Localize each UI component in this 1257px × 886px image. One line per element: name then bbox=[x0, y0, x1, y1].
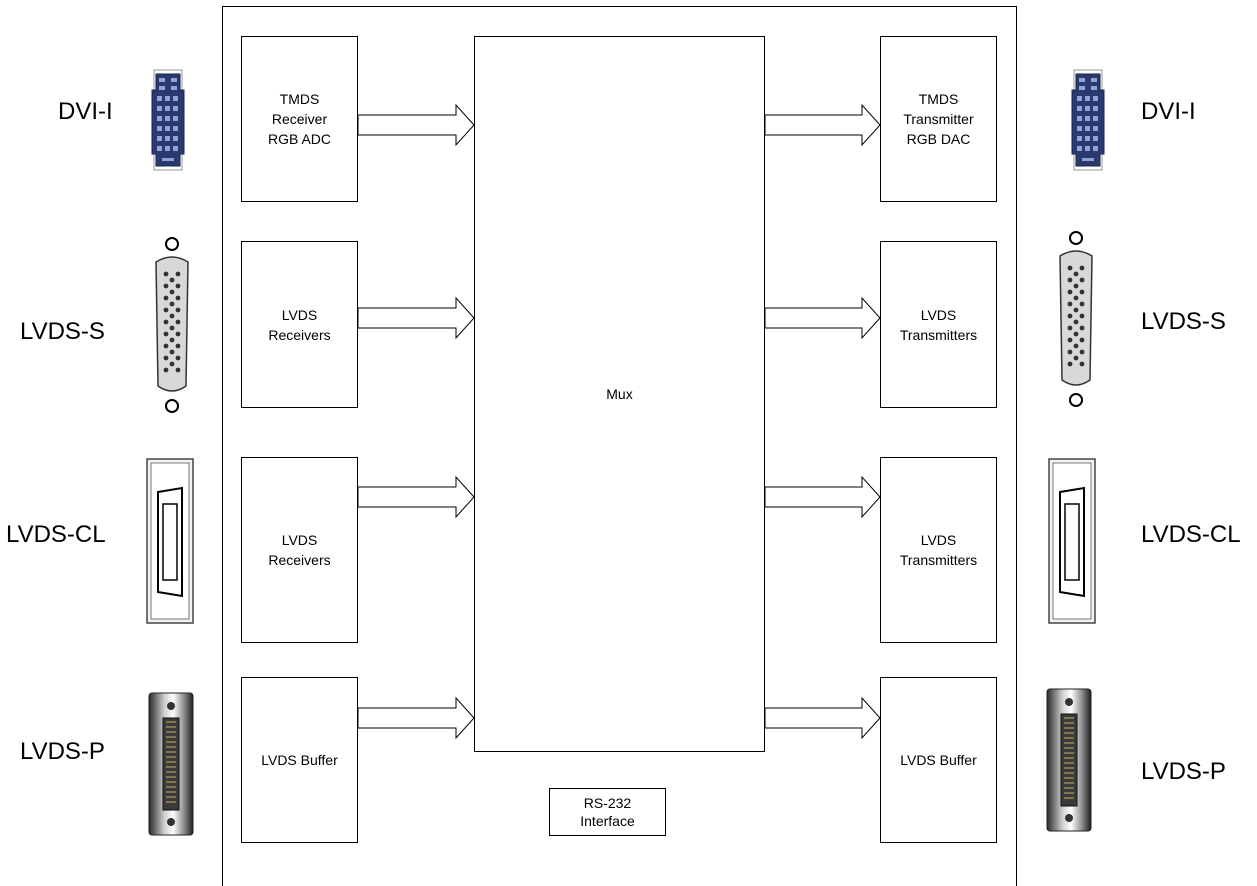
lvds-receivers-block-2: LVDS Receivers bbox=[241, 457, 358, 643]
mux-block: Mux bbox=[474, 36, 765, 752]
arrow-tmds-out bbox=[764, 103, 881, 147]
rs232-interface-block: RS-232 Interface bbox=[549, 788, 666, 836]
lvds-transmitters-block-1: LVDS Transmitters bbox=[880, 241, 997, 408]
camera-link-connector-icon bbox=[146, 458, 194, 624]
arrow-lvds-in-2 bbox=[357, 475, 475, 519]
port-label-lvds-cl-left: LVDS-CL bbox=[6, 521, 106, 548]
arrow-lvds-buffer-out bbox=[764, 696, 881, 740]
port-label-lvds-p-right: LVDS-P bbox=[1141, 758, 1226, 785]
port-label-lvds-s-left: LVDS-S bbox=[20, 318, 105, 345]
db26-connector-icon bbox=[1059, 231, 1093, 407]
port-label-lvds-cl-right: LVDS-CL bbox=[1141, 521, 1241, 548]
port-label-lvds-p-left: LVDS-P bbox=[20, 738, 105, 765]
scsi-connector-icon bbox=[148, 692, 194, 836]
dvi-i-connector-icon bbox=[151, 69, 185, 171]
arrow-lvds-in-1 bbox=[357, 296, 475, 340]
db26-connector-icon bbox=[155, 237, 189, 413]
arrow-tmds-in bbox=[357, 103, 475, 147]
tmds-transmitter-block: TMDS Transmitter RGB DAC bbox=[880, 36, 997, 202]
port-label-dvi-left: DVI-I bbox=[58, 98, 113, 125]
lvds-transmitters-block-2: LVDS Transmitters bbox=[880, 457, 997, 643]
chassis-outline bbox=[222, 6, 1017, 886]
camera-link-connector-icon bbox=[1048, 458, 1096, 624]
scsi-connector-icon bbox=[1046, 688, 1092, 832]
lvds-buffer-input-block: LVDS Buffer bbox=[241, 677, 358, 843]
port-label-dvi-right: DVI-I bbox=[1141, 98, 1196, 125]
tmds-receiver-block: TMDS Receiver RGB ADC bbox=[241, 36, 358, 202]
arrow-lvds-out-2 bbox=[764, 475, 881, 519]
dvi-i-connector-icon bbox=[1071, 69, 1105, 171]
arrow-lvds-out-1 bbox=[764, 296, 881, 340]
port-label-lvds-s-right: LVDS-S bbox=[1141, 308, 1226, 335]
lvds-receivers-block-1: LVDS Receivers bbox=[241, 241, 358, 408]
lvds-buffer-output-block: LVDS Buffer bbox=[880, 677, 997, 843]
arrow-lvds-buffer-in bbox=[357, 696, 475, 740]
